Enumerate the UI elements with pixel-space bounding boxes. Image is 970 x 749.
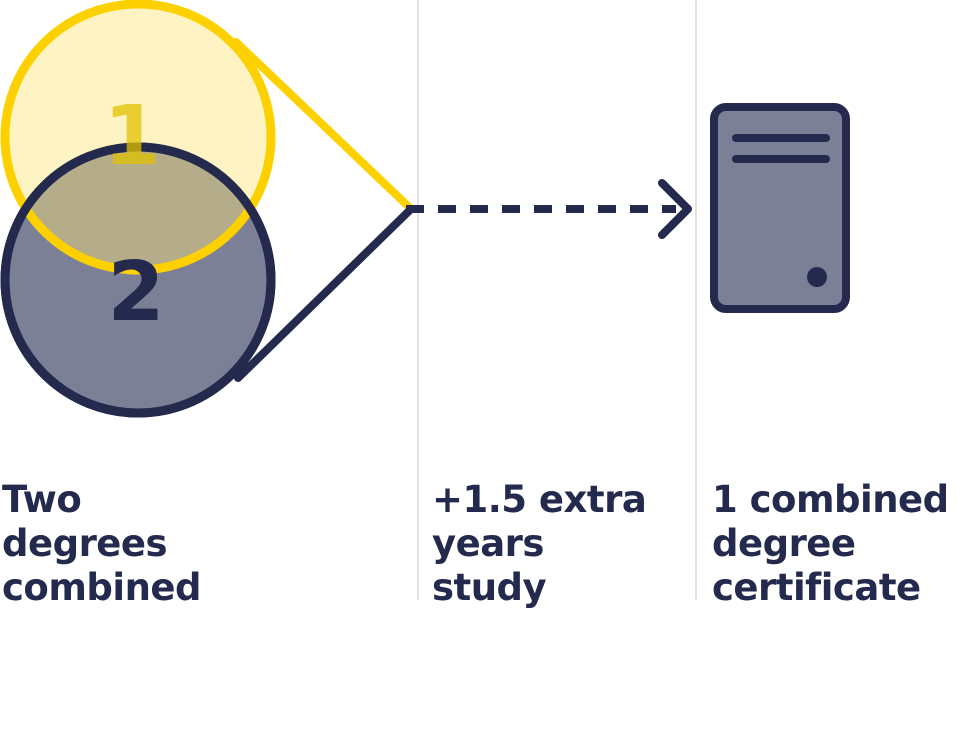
circle-two-label: 2 (107, 245, 164, 340)
caption-extra-years-study: +1.5 extra years study (432, 478, 647, 610)
circle-one-label: 1 (103, 89, 160, 184)
dashed-arrow-icon (406, 179, 692, 239)
certificate-document-icon (710, 103, 850, 313)
caption-line: 1 combined (712, 478, 949, 521)
funnel-line-yellow (232, 38, 414, 212)
caption-line: combined (2, 566, 202, 609)
caption-combined-degree-certificate: 1 combined degree certificate (712, 478, 949, 610)
caption-two-degrees-combined: Two degrees combined (2, 478, 202, 610)
degree-one-circle-icon (0, 0, 276, 275)
caption-line: Two (2, 478, 82, 521)
caption-line: degrees (2, 522, 168, 565)
caption-line: study (432, 566, 547, 609)
caption-line: +1.5 extra (432, 478, 647, 521)
funnel-line-navy (234, 206, 414, 382)
degree-two-circle-outline (0, 142, 276, 418)
caption-line: degree (712, 522, 856, 565)
caption-line: certificate (712, 566, 921, 609)
caption-line: years (432, 522, 544, 565)
